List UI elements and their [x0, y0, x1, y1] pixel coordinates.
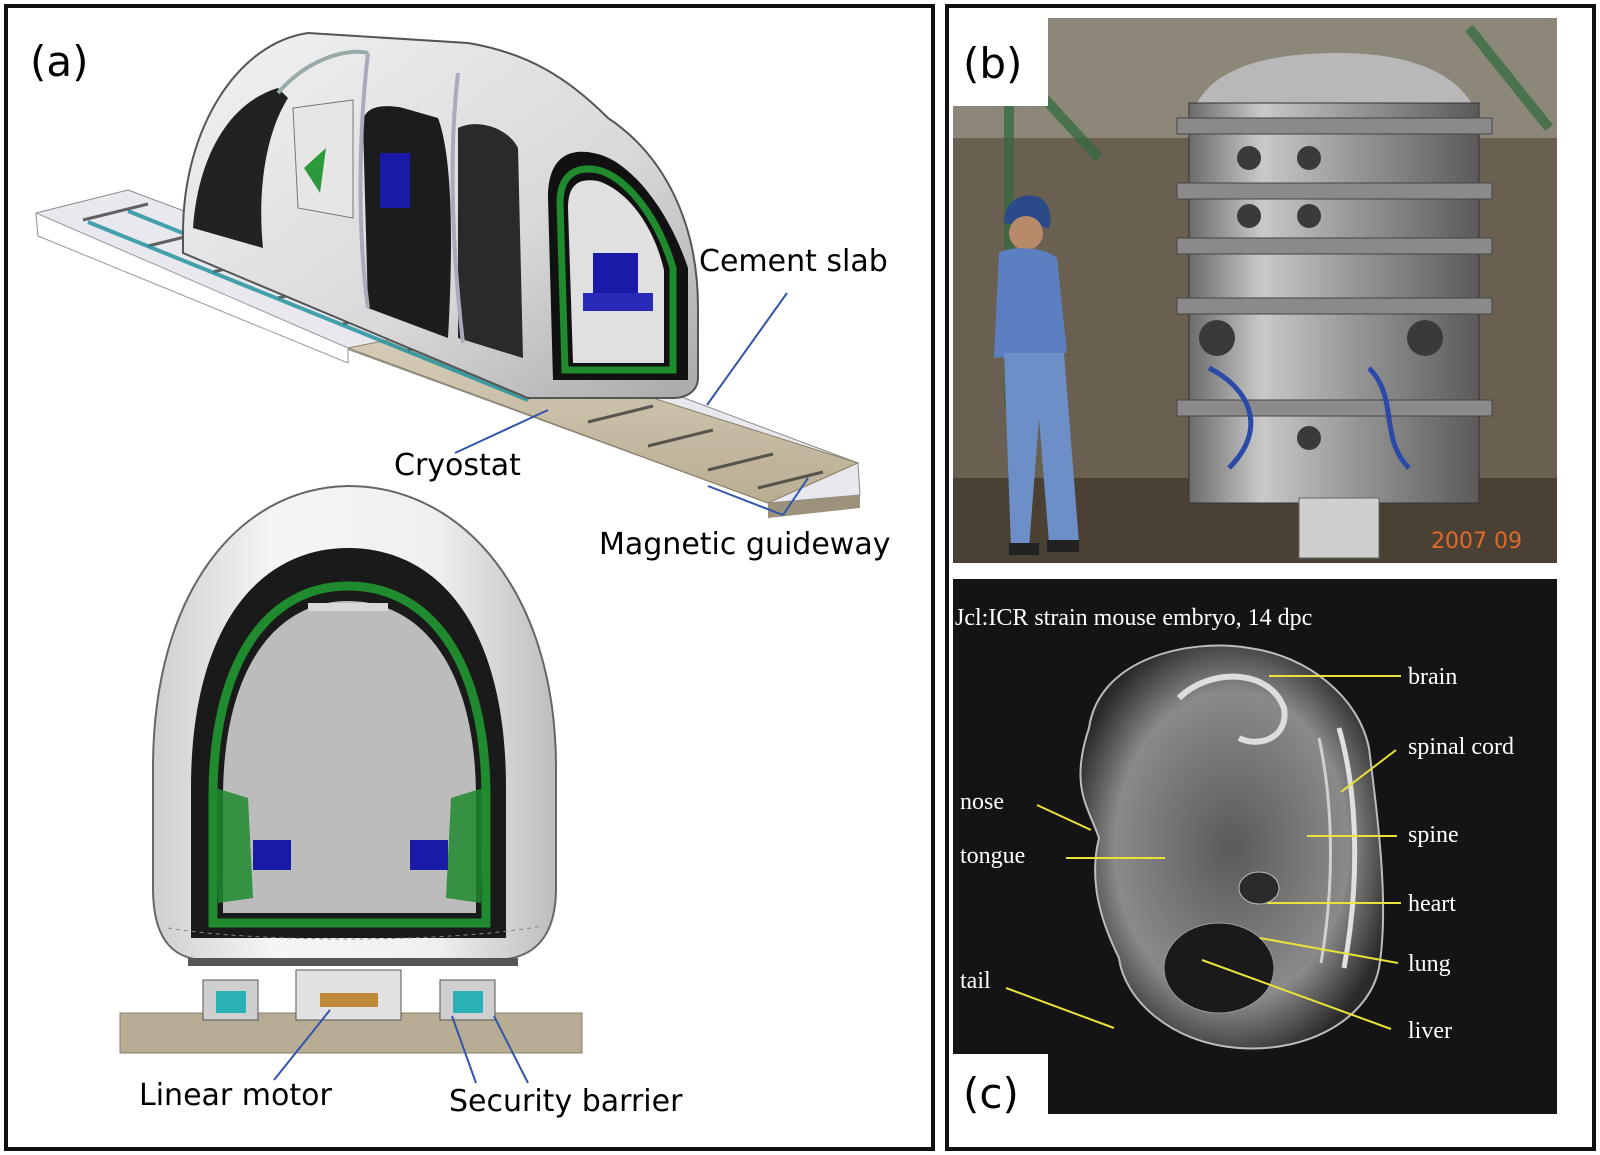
label-tongue: tongue — [960, 843, 1025, 869]
label-liver: liver — [1408, 1018, 1452, 1044]
label-brain: brain — [1408, 664, 1457, 690]
callout-lines-top — [454, 292, 809, 516]
label-linear-motor: Linear motor — [139, 1078, 332, 1113]
embryo-title: Jcl:ICR strain mouse embryo, 14 dpc — [955, 605, 1312, 631]
label-heart: heart — [1408, 891, 1456, 917]
label-lung: lung — [1408, 951, 1451, 977]
label-spine: spine — [1408, 822, 1459, 848]
callout-lines-bottom — [273, 1009, 529, 1084]
date-stamp: 2007 09 — [1431, 529, 1522, 554]
annotation-lines — [1005, 675, 1401, 1030]
label-cement-slab: Cement slab — [699, 244, 888, 279]
guideway-front-section — [119, 969, 583, 1054]
panel-b-tag: (b) — [963, 39, 1022, 88]
maglev-capsule-top — [182, 31, 699, 399]
photo-panels: 2007 09 (b) Jcl:ICR strain mouse embryo,… — [949, 18, 1592, 1129]
panel-a: (a) Cement slab Cryostat Magnetic guidew… — [4, 4, 935, 1151]
photo-c-embryo-mri — [953, 579, 1557, 1114]
label-tail: tail — [960, 968, 991, 994]
panel-c-tag: (c) — [963, 1069, 1019, 1118]
label-magnetic-guideway: Magnetic guideway — [599, 527, 890, 562]
panel-bc: 2007 09 (b) Jcl:ICR strain mouse embryo,… — [945, 4, 1596, 1151]
label-security-barrier: Security barrier — [449, 1084, 683, 1119]
photo-b: 2007 09 — [953, 18, 1557, 563]
maglev-diagram: (a) Cement slab Cryostat Magnetic guidew… — [30, 31, 890, 1119]
label-nose: nose — [960, 789, 1004, 815]
maglev-capsule-front — [152, 484, 557, 966]
panel-a-tag: (a) — [30, 37, 89, 86]
label-spinal-cord: spinal cord — [1408, 734, 1514, 760]
label-cryostat: Cryostat — [394, 448, 521, 483]
